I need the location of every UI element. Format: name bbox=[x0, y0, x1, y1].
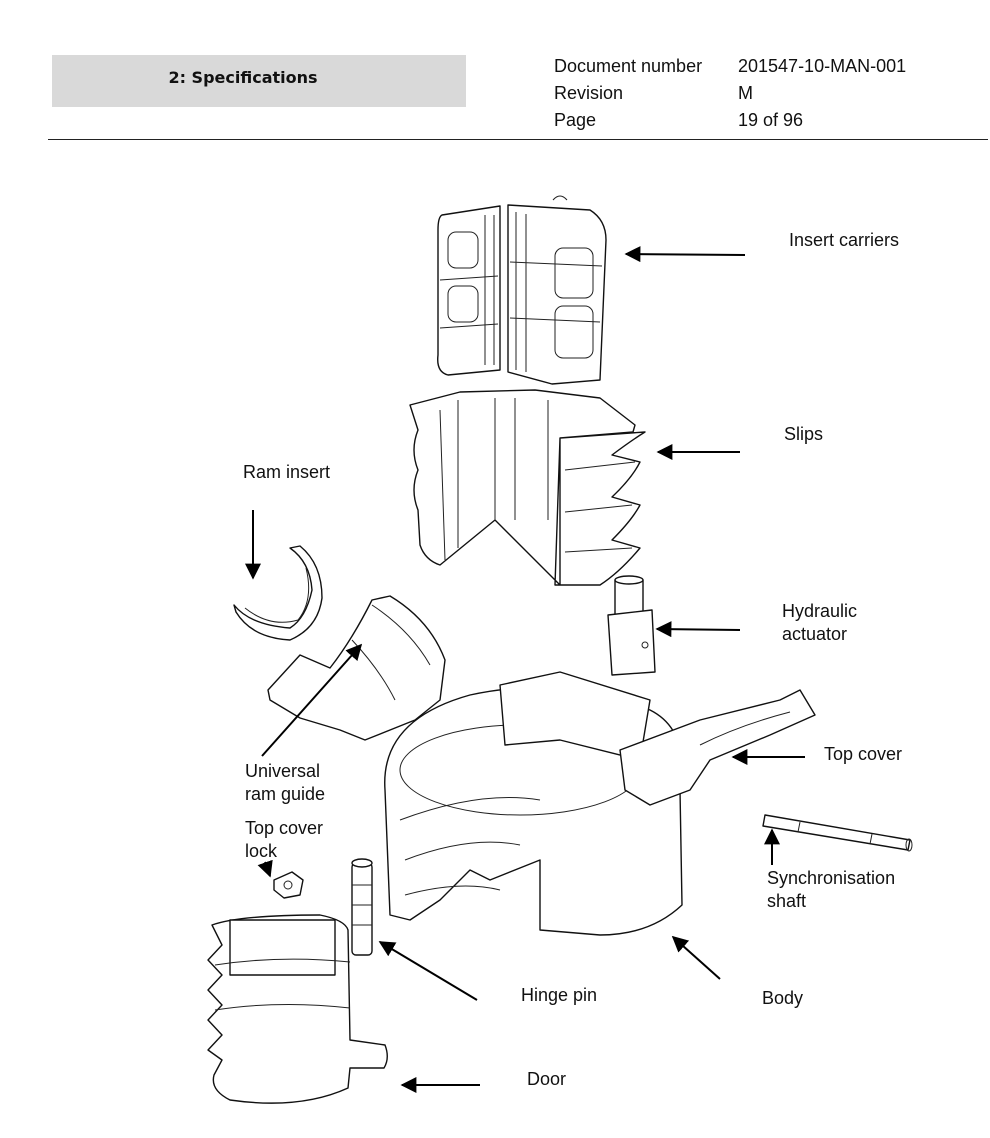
revision-row: Revision M bbox=[554, 80, 906, 107]
ram-insert-drawing bbox=[233, 545, 323, 641]
top-cover-lock-drawing bbox=[273, 871, 304, 899]
revision-label: Revision bbox=[554, 83, 624, 103]
insert-carriers-drawing bbox=[437, 195, 607, 385]
synchronisation-shaft-drawing bbox=[762, 814, 913, 852]
hydraulic-actuator-drawing bbox=[607, 575, 656, 676]
body-assembly-drawing bbox=[384, 671, 816, 936]
page-label: Page bbox=[554, 110, 597, 130]
document-meta: Document number 201547-10-MAN-001 Revisi… bbox=[554, 53, 906, 134]
hinge-pin-arrow bbox=[378, 941, 478, 1001]
top-cover-lock-arrow bbox=[257, 859, 273, 878]
insert-carriers-label: Insert carriers bbox=[789, 230, 900, 250]
revision-value: M bbox=[738, 83, 753, 103]
slips-drawing bbox=[409, 389, 646, 586]
top-cover-lock-label: Top cover lock bbox=[245, 818, 324, 861]
header-divider bbox=[48, 139, 988, 140]
slips-label: Slips bbox=[784, 424, 824, 444]
synchronisation-shaft-label: Synchronisation shaft bbox=[767, 868, 896, 911]
hydraulic-actuator-arrow bbox=[655, 621, 741, 638]
hinge-pin-drawing bbox=[351, 858, 373, 956]
body-arrow bbox=[671, 935, 721, 980]
door-label: Door bbox=[527, 1069, 567, 1089]
universal-ram-guide-arrow bbox=[261, 643, 363, 757]
document-number-value: 201547-10-MAN-001 bbox=[738, 56, 907, 76]
document-number-row: Document number 201547-10-MAN-001 bbox=[554, 53, 906, 80]
section-title: 2: Specifications bbox=[168, 67, 318, 87]
hydraulic-actuator-label: Hydraulic actuator bbox=[782, 601, 858, 644]
document-number-label: Document number bbox=[554, 56, 703, 76]
universal-ram-guide-label: Universal ram guide bbox=[245, 761, 326, 804]
top-cover-label: Top cover bbox=[824, 744, 903, 764]
ram-insert-label: Ram insert bbox=[243, 462, 331, 482]
hinge-pin-label: Hinge pin bbox=[521, 985, 598, 1005]
page-row: Page 19 of 96 bbox=[554, 107, 906, 134]
section-header: 2: Specifications bbox=[52, 55, 466, 107]
page-value: 19 of 96 bbox=[738, 110, 804, 130]
insert-carriers-arrow bbox=[624, 246, 746, 263]
door-drawing bbox=[207, 914, 388, 1104]
body-label: Body bbox=[762, 988, 804, 1008]
